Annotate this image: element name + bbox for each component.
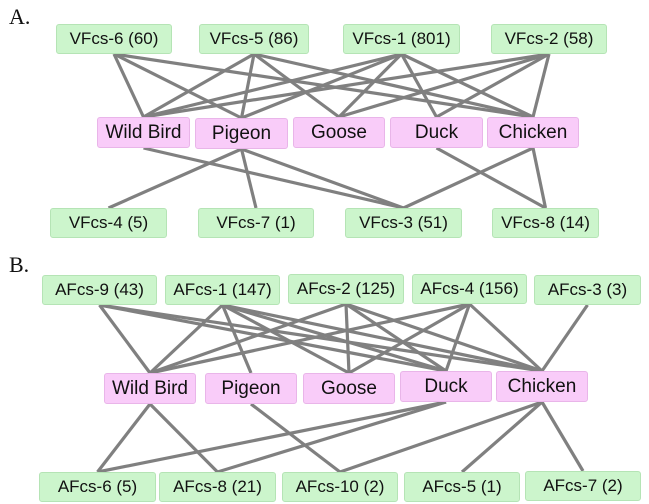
edge-afcs-9-chicken [99, 303, 543, 373]
cluster-node-afcs-1-panel-b: AFcs-1 (147) [165, 275, 280, 305]
edge-vfcs-1-chicken [400, 52, 534, 119]
edge-afcs-4-wildbird [149, 302, 470, 375]
edge-chicken-afcs-10 [339, 400, 543, 474]
edge-afcs-9-wildbird [98, 304, 152, 374]
cluster-node-vfcs-5-panel-a: VFcs-5 (86) [199, 24, 309, 54]
cluster-node-afcs-10-panel-b: AFcs-10 (2) [282, 472, 398, 502]
cluster-node-vfcs-3-panel-a: VFcs-3 (51) [345, 208, 462, 238]
edge-vfcs-2-goose [338, 52, 550, 119]
edge-chicken-vfcs-8 [531, 147, 548, 209]
cluster-node-vfcs-1-panel-a: VFcs-1 (801) [343, 24, 460, 54]
edge-chicken-vfcs-3 [402, 146, 534, 210]
host-node-duck-panel-a: Duck [390, 117, 483, 148]
edge-vfcs-2-wildbird [143, 52, 550, 119]
host-node-wildbird-panel-a: Wild Bird [97, 117, 190, 148]
edge-afcs-1-wildbird [148, 303, 224, 375]
cluster-node-vfcs-2-panel-a: VFcs-2 (58) [491, 24, 607, 54]
cluster-node-afcs-6-panel-b: AFcs-6 (5) [39, 472, 156, 502]
edge-vfcs-5-pigeon [239, 53, 256, 119]
edge-afcs-3-chicken [540, 304, 589, 372]
edge-vfcs-6-pigeon [113, 52, 243, 120]
host-node-pigeon-panel-b: Pigeon [205, 373, 297, 404]
edge-vfcs-1-goose [337, 52, 403, 119]
edge-vfcs-2-chicken [531, 53, 551, 118]
cluster-node-vfcs-8-panel-a: VFcs-8 (14) [492, 208, 599, 238]
cluster-node-vfcs-6-panel-a: VFcs-6 (60) [56, 24, 172, 54]
cluster-node-vfcs-4-panel-a: VFcs-4 (5) [50, 208, 167, 238]
edge-afcs-4-chicken [468, 302, 544, 373]
edge-afcs-4-duck [444, 303, 472, 372]
cluster-node-afcs-5-panel-b: AFcs-5 (1) [404, 472, 520, 502]
edge-chicken-afcs-5 [460, 400, 544, 474]
edge-afcs-1-duck [222, 303, 447, 373]
edge-duck-afcs-8 [217, 400, 447, 474]
edge-vfcs-1-wildbird [143, 52, 402, 119]
cluster-node-afcs-8-panel-b: AFcs-8 (21) [159, 472, 276, 502]
edge-vfcs-6-wildbird [112, 53, 145, 118]
cluster-node-afcs-7-panel-b: AFcs-7 (2) [525, 471, 641, 501]
edge-vfcs-1-duck [400, 53, 438, 118]
edge-afcs-1-pigeon [221, 304, 253, 374]
edge-pigeon-vfcs-4 [107, 147, 243, 210]
edge-pigeon-vfcs-3 [240, 147, 405, 210]
host-node-chicken-panel-b: Chicken [496, 371, 588, 402]
edge-duck-vfcs-8 [435, 146, 547, 210]
edge-afcs-2-chicken [345, 302, 543, 373]
edge-vfcs-1-pigeon [240, 52, 403, 120]
host-node-duck-panel-b: Duck [400, 371, 492, 402]
edge-wildbird-afcs-8 [148, 402, 219, 474]
edge-wildbird-afcs-6 [96, 403, 152, 473]
cluster-node-afcs-3-panel-b: AFcs-3 (3) [534, 275, 641, 305]
edge-chicken-afcs-7 [540, 401, 585, 472]
edge-vfcs-2-duck [435, 52, 550, 119]
host-node-wildbird-panel-b: Wild Bird [104, 373, 196, 404]
edge-afcs-2-goose [344, 303, 351, 374]
host-node-pigeon-panel-a: Pigeon [195, 118, 288, 149]
edge-pigeon-afcs-10 [250, 402, 341, 474]
edge-afcs-4-goose [348, 302, 471, 375]
edge-afcs-2-wildbird [149, 302, 347, 375]
edge-vfcs-5-wildbird [142, 52, 255, 119]
host-node-goose-panel-a: Goose [293, 117, 385, 148]
edge-afcs-1-goose [221, 303, 350, 375]
edge-pigeon-vfcs-7 [239, 148, 258, 209]
cluster-node-vfcs-7-panel-a: VFcs-7 (1) [198, 208, 314, 238]
cluster-node-afcs-4-panel-b: AFcs-4 (156) [412, 274, 527, 304]
host-node-goose-panel-b: Goose [303, 373, 395, 404]
edge-afcs-2-duck [345, 302, 447, 373]
cluster-node-afcs-2-panel-b: AFcs-2 (125) [288, 274, 404, 304]
panel-a-label: A. [9, 4, 31, 29]
host-node-chicken-panel-a: Chicken [487, 117, 579, 148]
panel-b-label: B. [9, 252, 30, 277]
edge-afcs-1-chicken [222, 303, 543, 373]
edge-wildbird-vfcs-3 [143, 146, 404, 210]
edge-vfcs-5-chicken [253, 52, 534, 119]
edge-afcs-9-duck [99, 303, 447, 373]
cluster-node-afcs-9-panel-b: AFcs-9 (43) [42, 275, 157, 305]
edge-duck-afcs-6 [97, 400, 447, 474]
edge-vfcs-5-goose [253, 52, 340, 119]
